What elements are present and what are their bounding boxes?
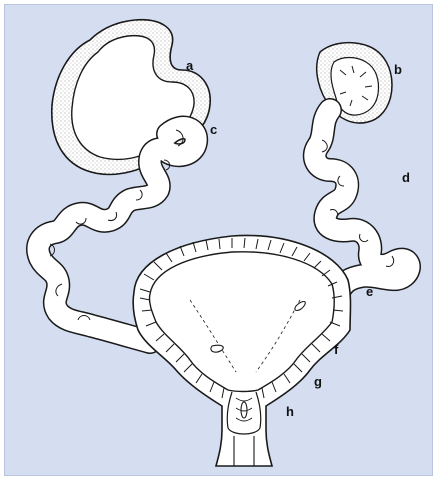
label-f: f bbox=[334, 342, 339, 357]
label-a: a bbox=[186, 58, 194, 73]
label-c: c bbox=[210, 122, 217, 137]
uterus-body bbox=[133, 235, 350, 466]
label-g: g bbox=[314, 374, 322, 389]
label-b: b bbox=[394, 62, 402, 77]
label-h: h bbox=[286, 404, 294, 419]
label-e: e bbox=[366, 284, 373, 299]
label-d: d bbox=[402, 170, 410, 185]
